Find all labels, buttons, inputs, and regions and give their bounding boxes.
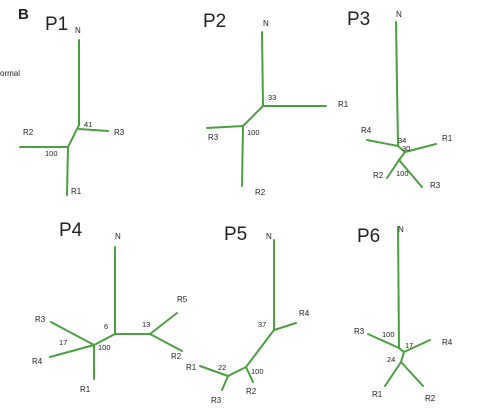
tip-label-p6-r4: R4 (442, 338, 453, 347)
support-p5-22: 22 (218, 363, 226, 372)
branch-p4-r4 (49, 344, 95, 358)
tip-label-p3-r3: R3 (430, 181, 441, 190)
support-p5-100: 100 (251, 367, 264, 376)
tip-label-p6-r1: R1 (372, 390, 383, 399)
branch-p5-r1 (199, 365, 229, 377)
tree-p1: P1 N R1 R2 R3 41 100 (19, 14, 125, 196)
support-p3-30: 30 (402, 144, 410, 153)
tip-label-p1-r2: R2 (23, 128, 34, 137)
support-p4-13: 13 (142, 320, 150, 329)
support-p6-100: 100 (382, 330, 395, 339)
branch-p2-n (261, 31, 264, 107)
branch-p4-r5 (149, 312, 178, 335)
support-p2-33: 33 (268, 93, 276, 102)
support-p5-37: 37 (258, 320, 266, 329)
branch-p5-r2 (245, 366, 254, 383)
branch-p1-internal (67, 124, 80, 148)
support-p1-100: 100 (45, 149, 58, 158)
tip-label-p5-r3: R3 (211, 396, 222, 405)
branch-p4-internal-left (93, 333, 116, 346)
branch-p3-r3 (398, 159, 423, 188)
tip-label-p4-r1: R1 (80, 385, 91, 394)
branch-p6-n (397, 226, 400, 349)
branch-p6-r4 (403, 339, 431, 353)
tip-label-p1-n: N (75, 26, 81, 35)
tip-label-p4-r4: R4 (32, 357, 43, 366)
branch-p2-r2 (241, 125, 244, 187)
tip-label-p3-r4: R4 (361, 126, 372, 135)
tip-label-p2-r2: R2 (255, 188, 266, 197)
tree-title-p5: P5 (224, 224, 247, 245)
branch-p1-r3 (78, 128, 109, 132)
tip-label-p6-r2: R2 (425, 394, 436, 403)
tip-label-p6-r3: R3 (354, 327, 365, 336)
tip-label-p4-r5: R5 (177, 295, 188, 304)
tree-title-p1: P1 (45, 14, 68, 35)
branch-p6-internal-2 (400, 351, 405, 363)
tree-p3: P3 N R1 R2 R3 R4 34 30 100 (347, 9, 453, 190)
branch-p5-r3 (221, 375, 229, 391)
cropped-side-label: ormal (0, 69, 20, 78)
tree-p4: P4 N R1 R2 R3 R4 R5 6 13 17 100 (32, 220, 188, 394)
tree-p2: P2 N R1 R2 R3 33 100 (203, 11, 349, 197)
support-p2-100: 100 (247, 128, 260, 137)
tip-label-p4-r3: R3 (35, 315, 46, 324)
branch-p3-r1 (404, 143, 437, 153)
tip-label-p4-n: N (115, 232, 121, 241)
tip-label-p3-r2: R2 (373, 171, 384, 180)
tip-label-p1-r3: R3 (114, 128, 125, 137)
support-p3-100: 100 (396, 169, 409, 178)
branch-p6-r3 (367, 333, 400, 349)
branch-p6-r1 (384, 361, 402, 387)
tip-label-p5-n: N (266, 232, 272, 241)
branch-p3-internal-2 (398, 151, 406, 161)
branch-p4-r2 (149, 333, 183, 352)
tree-title-p6: P6 (357, 226, 380, 247)
tip-label-p3-n: N (396, 10, 402, 19)
tree-p6: P6 N R1 R2 R3 R4 100 17 24 (354, 225, 453, 403)
branch-p1-r1 (66, 146, 69, 196)
tip-label-p4-r2: R2 (171, 352, 182, 361)
branch-p4-r3 (50, 321, 95, 346)
tip-label-p3-r1: R1 (442, 134, 453, 143)
tip-label-p5-r2: R2 (246, 387, 257, 396)
branch-p6-r2 (400, 361, 424, 387)
tip-label-p2-r1: R1 (338, 100, 349, 109)
tree-title-p3: P3 (347, 9, 370, 30)
branch-p5-r4 (273, 322, 297, 331)
tip-label-p5-r4: R4 (299, 309, 310, 318)
tip-label-p5-r1: R1 (186, 363, 197, 372)
support-p3-34: 34 (398, 136, 406, 145)
branch-p3-internal-1 (397, 145, 406, 153)
support-p4-100: 100 (98, 343, 111, 352)
branch-p2-r3 (206, 125, 244, 129)
support-p4-17: 17 (59, 338, 67, 347)
branch-p3-n (395, 21, 399, 147)
tip-label-p2-r3: R3 (208, 133, 219, 142)
tree-p5: P5 N R1 R2 R3 R4 37 22 100 (186, 224, 310, 405)
branch-p5-internal-1 (245, 329, 275, 368)
tip-label-p6-n: N (398, 225, 404, 234)
support-p6-17: 17 (405, 341, 413, 350)
tree-title-p4: P4 (59, 220, 83, 241)
branch-p5-internal-2 (227, 366, 247, 377)
support-p6-24: 24 (387, 355, 395, 364)
tree-title-p2: P2 (203, 11, 226, 32)
panel-letter: B (18, 6, 29, 23)
branch-p3-r4 (366, 139, 399, 147)
tip-label-p1-r1: R1 (71, 187, 82, 196)
tip-label-p2-n: N (263, 19, 269, 28)
branch-p3-r2 (386, 159, 400, 179)
support-p4-6: 6 (104, 322, 108, 331)
support-p1-41: 41 (84, 120, 92, 129)
branch-p6-internal-1 (398, 347, 405, 353)
branch-p2-internal (242, 105, 264, 127)
